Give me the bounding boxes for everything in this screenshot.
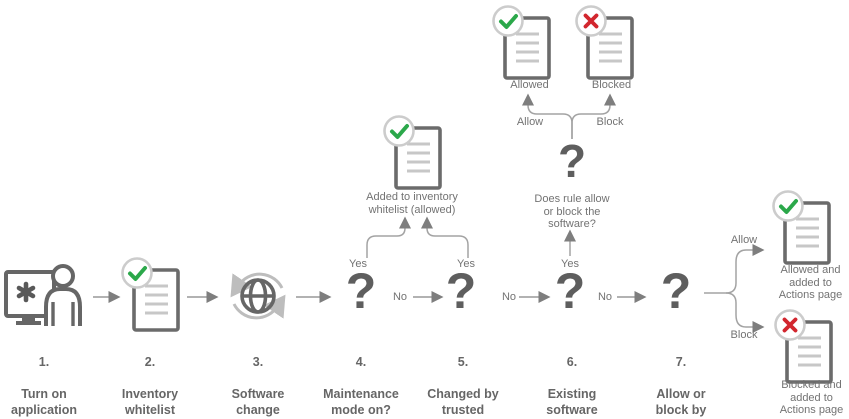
check-badge-icon (383, 115, 415, 147)
edge-label-allow-rule: Allow (516, 116, 544, 128)
added-to-whitelist-caption: Added to inventory whitelist (allowed) (366, 191, 458, 216)
edge-label-yes-step6: Yes (561, 258, 579, 270)
globe-sync-icon (230, 272, 286, 320)
blocked-caption: Blocked (591, 79, 632, 91)
question-mark-rule: ? (557, 135, 587, 187)
edge-label-no-step6: No (597, 291, 613, 303)
allowed-actions-caption: Allowed and added to Actions page (778, 264, 843, 301)
blocked-actions-document-icon (774, 309, 833, 384)
check-badge-icon (121, 257, 153, 289)
step-3-label: 3. Software change occurs on agent (231, 355, 285, 417)
allowed-document-icon (492, 5, 551, 80)
question-mark-step4: ? (345, 263, 377, 319)
edge-label-block-default: Block (730, 329, 758, 341)
step-4-label: 4. Maintenance mode on? (323, 355, 399, 417)
question-mark-step7: ? (660, 263, 692, 319)
question-mark-step5: ? (445, 263, 477, 319)
edge-label-no-step4: No (392, 291, 408, 303)
blocked-document-icon (575, 5, 634, 80)
step-5-label: 5. Changed by trusted installer? (427, 355, 499, 417)
allowed-actions-document-icon (772, 190, 831, 265)
step-6-label: 6. Existing software rule? (546, 355, 598, 417)
edge-label-allow-default: Allow (730, 234, 758, 246)
question-mark-step6: ? (554, 263, 586, 319)
edge-label-no-step5: No (501, 291, 517, 303)
inventory-whitelist-document-icon (121, 257, 180, 332)
step-1-label: 1. Turn on application control (11, 355, 77, 417)
step-7-label: 7. Allow or block by default? (655, 355, 707, 417)
check-badge-icon (772, 190, 804, 222)
edge-label-yes-step4: Yes (349, 258, 367, 270)
check-badge-icon (492, 5, 524, 37)
edge-label-yes-step5: Yes (457, 258, 475, 270)
added-to-whitelist-document-icon (383, 115, 442, 190)
step-2-label: 2. Inventory whitelist generated (121, 355, 179, 417)
blocked-actions-caption: Blocked and added to Actions page (779, 379, 844, 416)
user-computer-icon (4, 264, 82, 326)
edge-label-block-rule: Block (596, 116, 624, 128)
rule-question-caption: Does rule allow or block the software? (534, 193, 610, 230)
allowed-caption: Allowed (510, 79, 549, 91)
